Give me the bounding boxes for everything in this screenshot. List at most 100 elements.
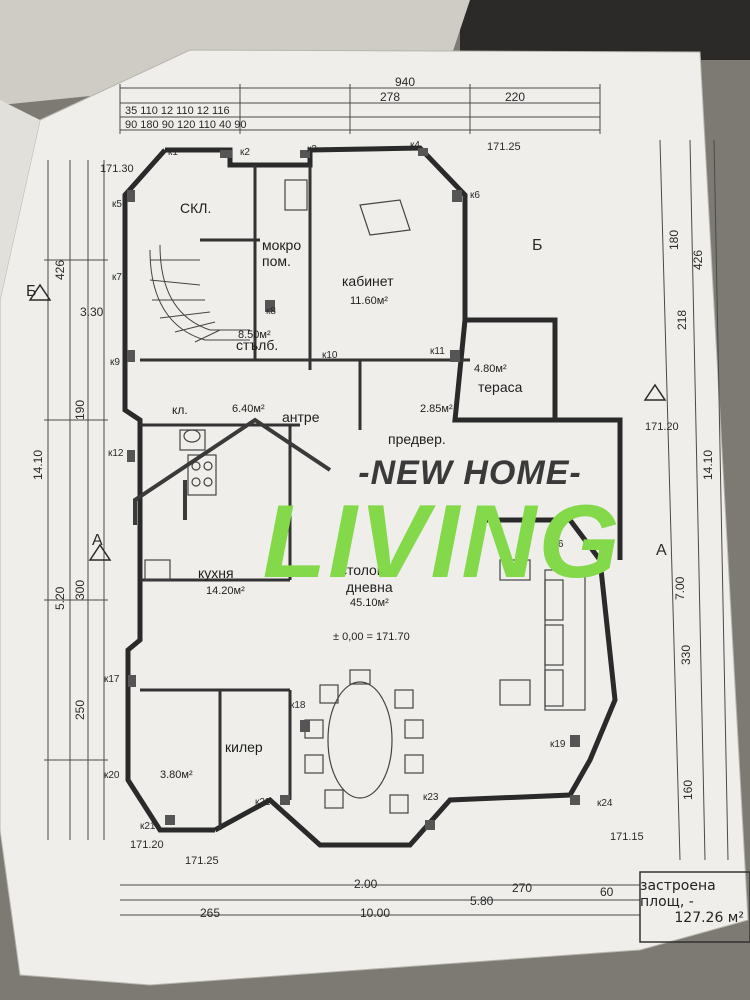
column-k8: к8 xyxy=(266,306,276,317)
room-area-predver: 2.85м² xyxy=(420,403,453,415)
column-k3: к3 xyxy=(307,144,317,155)
dim-left-d: 190 xyxy=(73,400,87,420)
column-k19: к19 xyxy=(550,739,566,750)
room-area-kabinet: 11.60м² xyxy=(350,295,388,307)
column-k6: к6 xyxy=(470,190,480,201)
column-tags: к1 к2 к3 к4 к5 к6 к7 к8 к9 к10 к11 к12 к… xyxy=(104,140,613,832)
elevation-6: 171.15 xyxy=(610,831,644,843)
dim-left-b: 5.20 xyxy=(53,586,67,610)
watermark-brand-top: -NEW HOME- xyxy=(358,454,582,492)
column-k4: к4 xyxy=(410,140,420,151)
column-k22: к22 xyxy=(255,797,271,808)
watermark-brand-main: LIVING xyxy=(262,484,622,600)
room-label-dnevna-top: столова xyxy=(340,562,392,578)
area-stamp-frame xyxy=(639,871,750,943)
dim-bottom-5: 60 xyxy=(600,885,614,899)
dim-right-c: 330 xyxy=(679,645,693,665)
staircase xyxy=(149,244,250,343)
outer-walls xyxy=(122,145,623,848)
elevation-1: 171.30 xyxy=(100,163,134,175)
stamp-line-3: 127.26 м² xyxy=(674,910,744,926)
column-k7: к7 xyxy=(112,272,122,283)
dim-left-e: 250 xyxy=(73,700,87,720)
room-label-stalba: стълб. xyxy=(236,337,278,353)
dim-left-total: 14.10 xyxy=(31,450,45,480)
dim-top-1: 278 xyxy=(380,90,400,104)
room-area-stalba: 8.50м² xyxy=(238,329,271,341)
dim-top-row1: 35 110 12 110 12 116 xyxy=(125,105,230,117)
room-label-kabinet: кабинет xyxy=(342,273,394,289)
room-area-kuhnya: 14.20м² xyxy=(206,585,245,597)
dim-left-a: 426 xyxy=(53,260,67,280)
dim-right-b: 7.00 xyxy=(673,576,687,600)
dimension-lines xyxy=(44,84,729,916)
stamp-line-2: площ, - xyxy=(640,894,694,910)
column-k5: к5 xyxy=(112,199,122,210)
section-mark-a-right: А xyxy=(656,542,667,559)
section-markers: А А Б Б xyxy=(26,237,667,559)
dining-set xyxy=(304,669,424,814)
column-k18: к18 xyxy=(290,700,306,711)
dim-bottom-overall: 10.00 xyxy=(360,906,390,920)
room-labels: СКЛ. мокро пом. кабинет 11.60м² стълб. 8… xyxy=(160,200,523,781)
dim-right-total: 14.10 xyxy=(701,450,715,480)
section-mark-b-right: Б xyxy=(532,237,543,254)
study-desk xyxy=(284,179,411,236)
column-k24: к24 xyxy=(597,798,613,809)
room-label-pom: пом. xyxy=(262,253,291,269)
room-label-predver: предвер. xyxy=(388,431,446,447)
sofa xyxy=(499,559,586,711)
room-label-terasa: тераса xyxy=(478,379,523,395)
column-k2: к2 xyxy=(240,147,250,158)
inner-walls xyxy=(140,165,470,830)
dim-left-f: 3.30 xyxy=(80,305,104,319)
dim-right-d: 160 xyxy=(681,780,695,800)
stamp-line-1: застроена xyxy=(640,878,716,894)
area-stamp: застроена площ, - 127.26 м² xyxy=(640,878,750,926)
column-k10: к10 xyxy=(322,350,338,361)
room-label-skl: СКЛ. xyxy=(180,200,211,216)
column-k23: к23 xyxy=(423,792,439,803)
dim-right-a: 426 xyxy=(691,250,705,270)
dim-top-2: 220 xyxy=(505,90,525,104)
elevation-2: 171.25 xyxy=(487,141,521,153)
column-k21: к21 xyxy=(140,821,156,832)
column-markers xyxy=(127,148,580,830)
room-label-kuhnya: кухня xyxy=(198,565,234,581)
column-k1: к1 xyxy=(168,147,178,158)
elevation-4: 171.20 xyxy=(130,839,164,851)
dimension-texts: 940 278 220 35 110 12 110 12 116 90 180 … xyxy=(31,75,715,920)
room-area-kiler: 3.80м² xyxy=(160,769,193,781)
dim-right-f: 180 xyxy=(667,230,681,250)
dim-bottom-2: 2.00 xyxy=(354,877,378,891)
dark-corner xyxy=(460,0,750,60)
room-area-antre: 6.40м² xyxy=(232,403,265,415)
level-mark: ± 0,00 = 171.70 xyxy=(333,631,410,643)
column-k20: к20 xyxy=(104,770,120,781)
dim-right-e: 218 xyxy=(675,310,689,330)
room-label-mokro: мокро xyxy=(262,237,301,253)
column-k17: к17 xyxy=(104,674,120,685)
dim-top-row2: 90 180 90 120 110 40 90 xyxy=(125,119,247,131)
room-label-dnevna: дневна xyxy=(346,579,393,595)
room-label-antre: антре xyxy=(282,409,320,425)
room-label-kl: кл. xyxy=(172,403,188,417)
column-k9: к9 xyxy=(110,357,120,368)
column-k16: к16 xyxy=(548,539,564,550)
dim-bottom-4: 265 xyxy=(200,906,220,920)
section-mark-b-left: Б xyxy=(26,283,37,300)
column-k11: к11 xyxy=(430,346,445,357)
dim-left-c: 300 xyxy=(73,580,87,600)
dim-bottom-1: 5.80 xyxy=(470,894,494,908)
elevation-marks: 171.30 171.25 171.20 171.20 171.25 171.1… xyxy=(100,141,679,867)
dim-bottom-3: 270 xyxy=(512,881,532,895)
elevation-5: 171.25 xyxy=(185,855,219,867)
section-mark-a-left: А xyxy=(92,532,103,549)
room-label-kiler: килер xyxy=(225,739,263,755)
room-area-terasa: 4.80м² xyxy=(474,363,507,375)
elevation-3: 171.20 xyxy=(645,421,679,433)
column-k12: к12 xyxy=(108,448,124,459)
dim-overall-top: 940 xyxy=(395,75,415,89)
room-area-dnevna: 45.10м² xyxy=(350,597,389,609)
